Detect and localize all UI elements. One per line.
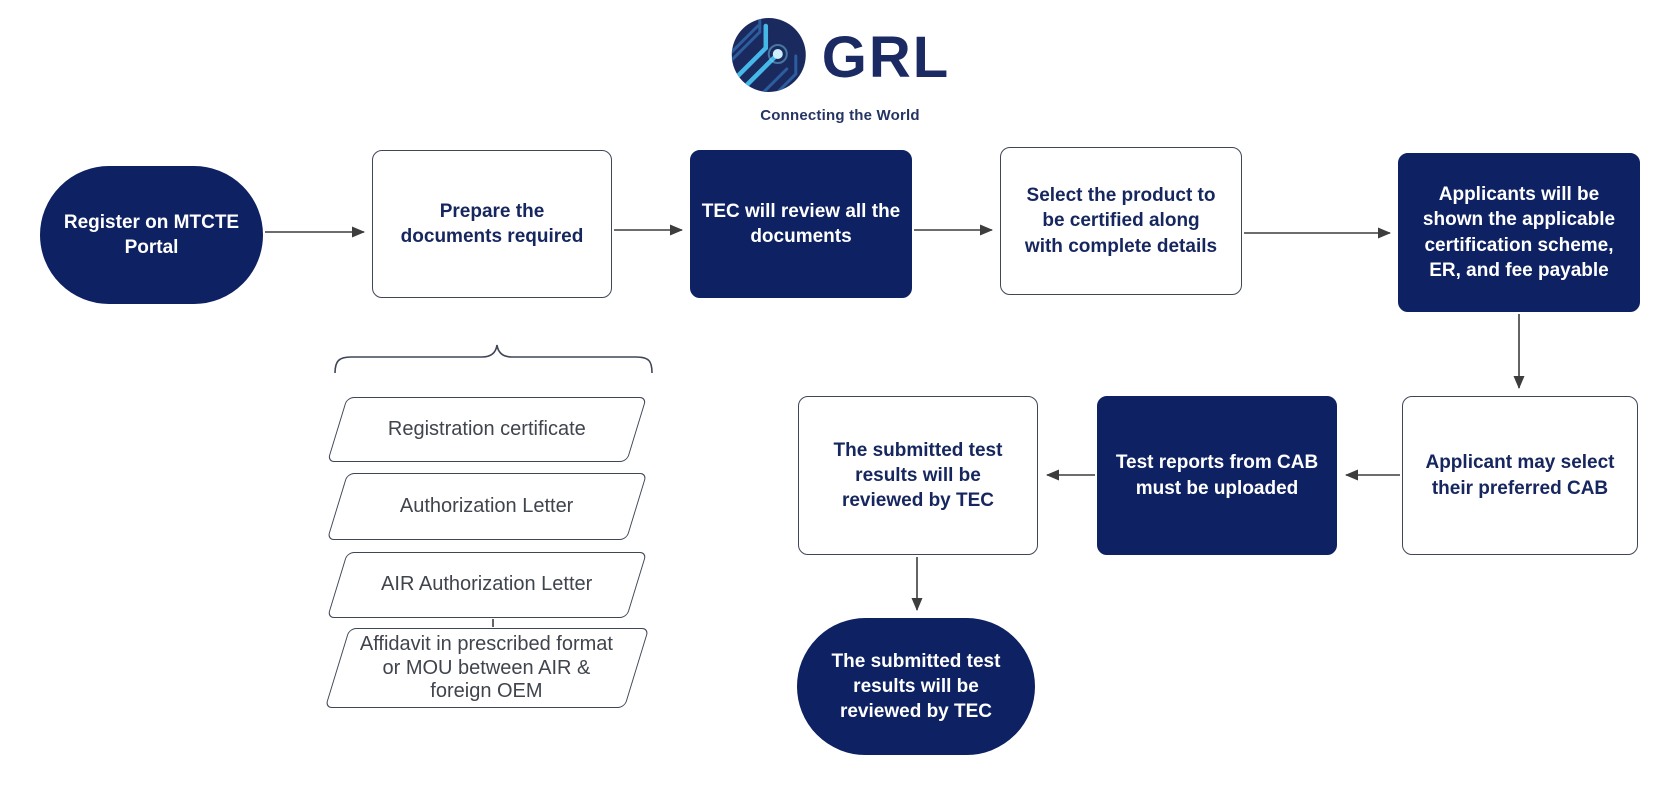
logo-tagline: Connecting the World bbox=[760, 107, 920, 124]
brand-text: GRL bbox=[821, 24, 951, 90]
node-tec-review-results-final: The submitted test results will be revie… bbox=[797, 618, 1035, 755]
circuit-globe-icon bbox=[730, 16, 808, 99]
document-item: Authorization Letter bbox=[326, 473, 648, 540]
document-item-label: Affidavit in prescribed format or MOU be… bbox=[360, 632, 614, 702]
logo-row: GRL bbox=[730, 16, 950, 99]
node-prepare-documents: Prepare the documents required bbox=[372, 150, 612, 298]
document-item: AIR Authorization Letter bbox=[326, 552, 648, 618]
node-tec-review-documents: TEC will review all the documents bbox=[690, 150, 912, 298]
document-item: Registration certificate bbox=[327, 397, 647, 462]
document-item-label: Registration certificate bbox=[388, 417, 586, 440]
document-item: Affidavit in prescribed format or MOU be… bbox=[324, 628, 650, 708]
curly-brace bbox=[334, 344, 653, 374]
node-upload-test-reports: Test reports from CAB must be uploaded bbox=[1097, 396, 1337, 555]
document-item-label: Authorization Letter bbox=[400, 494, 574, 517]
document-item-label: AIR Authorization Letter bbox=[381, 573, 593, 596]
node-register-portal: Register on MTCTE Portal bbox=[40, 166, 263, 304]
grl-logo: GRL Connecting the World bbox=[730, 16, 950, 124]
node-tec-review-results: The submitted test results will be revie… bbox=[798, 396, 1038, 555]
node-select-cab: Applicant may select their preferred CAB bbox=[1402, 396, 1638, 555]
node-select-product: Select the product to be certified along… bbox=[1000, 147, 1242, 295]
node-certification-scheme-fee: Applicants will be shown the applicable … bbox=[1398, 153, 1640, 312]
